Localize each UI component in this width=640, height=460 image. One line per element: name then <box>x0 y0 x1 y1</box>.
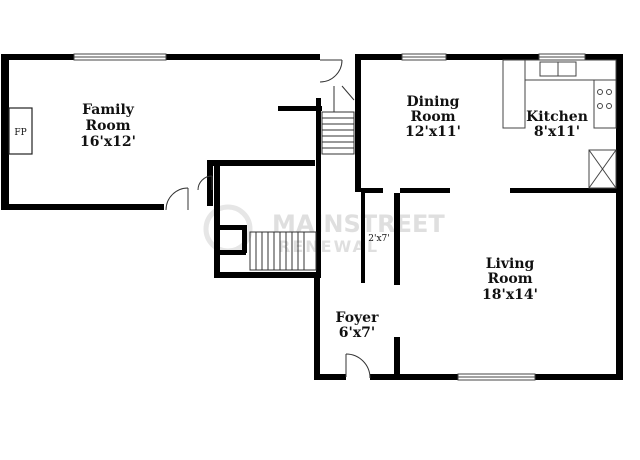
fireplace-label: FP <box>14 128 26 138</box>
family-size: 16'x12' <box>80 134 136 150</box>
room-label-kitchen: Kitchen 8'x11' <box>526 109 588 140</box>
kitchen-fixtures <box>502 59 617 189</box>
interior-walls <box>220 54 623 380</box>
watermark: MAINSTREET RENEWAL <box>203 204 445 256</box>
windows <box>73 53 586 381</box>
family-name-line1: Family <box>82 102 135 118</box>
living-name-line2: Room <box>487 271 532 287</box>
family-name-line2: Room <box>85 118 130 134</box>
dining-name-line2: Room <box>410 109 455 125</box>
dining-size: 12'x11' <box>405 124 461 140</box>
doors <box>165 59 371 379</box>
living-name-line1: Living <box>486 256 535 272</box>
stove-icon <box>593 79 617 129</box>
exterior-walls <box>1 54 623 380</box>
closet-size: 2'x7' <box>368 234 389 244</box>
dining-name-line1: Dining <box>407 94 460 110</box>
watermark-line2: RENEWAL <box>278 237 379 256</box>
watermark-line1: MAINSTREET <box>272 210 445 238</box>
room-label-dining: Dining Room 12'x11' <box>405 94 461 140</box>
room-label-family: Family Room 16'x12' <box>80 102 136 150</box>
kitchen-counter-left <box>502 59 526 129</box>
room-label-living: Living Room 18'x14' <box>482 256 538 303</box>
stairs-upper <box>321 85 355 155</box>
kitchen-size: 8'x11' <box>534 124 580 140</box>
foyer-size: 6'x7' <box>339 325 375 341</box>
fireplace: FP <box>8 107 33 155</box>
foyer-name: Foyer <box>336 310 380 326</box>
living-size: 18'x14' <box>482 287 538 303</box>
room-label-foyer: Foyer 6'x7' <box>336 310 380 341</box>
stairs-lower <box>249 231 317 271</box>
kitchen-name: Kitchen <box>526 109 588 125</box>
